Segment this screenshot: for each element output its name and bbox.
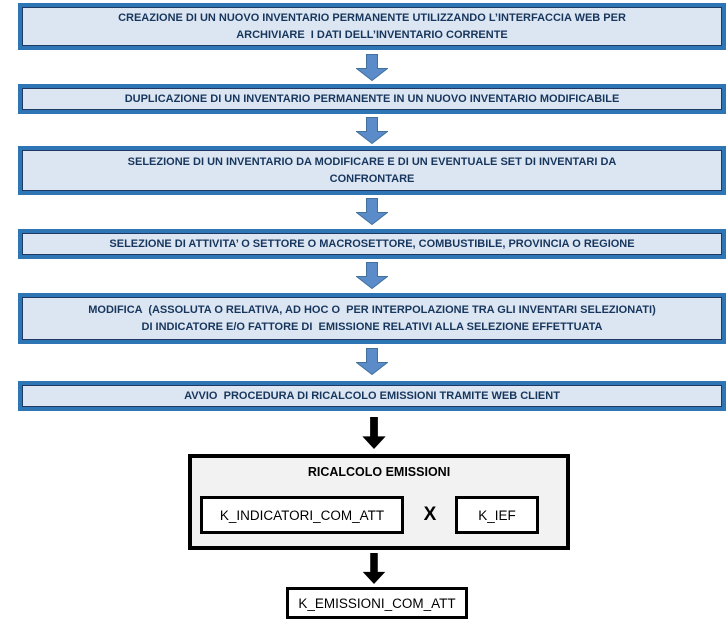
operand-k-ief: K_IEF [455, 496, 539, 534]
flow-step-text-line: SELEZIONE DI ATTIVITA’ O SETTORE O MACRO… [109, 237, 635, 250]
flow-step-text-line: SELEZIONE DI UN INVENTARIO DA MODIFICARE… [127, 155, 617, 168]
flow-step-modifica: MODIFICA (ASSOLUTA O RELATIVA, AD HOC O … [18, 293, 726, 344]
multiply-operator: X [423, 504, 437, 525]
flow-step-text-line: DI INDICATORE E/O FATTORE DI EMISSIONE R… [141, 320, 603, 333]
flow-step-text-line: CREAZIONE DI UN NUOVO INVENTARIO PERMANE… [118, 11, 626, 24]
arrow-down-black-icon [362, 417, 386, 450]
flow-step-selezione-attivita: SELEZIONE DI ATTIVITA’ O SETTORE O MACRO… [18, 229, 726, 259]
recalc-emissioni-box: RICALCOLO EMISSIONI K_INDICATORI_COM_ATT… [188, 454, 570, 550]
arrow-down-blue-icon [356, 262, 388, 289]
recalc-title: RICALCOLO EMISSIONI [307, 465, 451, 479]
flow-step-text-line: DUPLICAZIONE DI UN INVENTARIO PERMANENTE… [124, 92, 620, 105]
arrow-down-blue-icon [356, 348, 388, 375]
flow-step-creazione: CREAZIONE DI UN NUOVO INVENTARIO PERMANE… [18, 3, 726, 50]
flow-step-text-line: ARCHIVIARE I DATI DELL’INVENTARIO CORREN… [236, 28, 508, 41]
flow-step-selezione-inventario: SELEZIONE DI UN INVENTARIO DA MODIFICARE… [18, 146, 726, 195]
flow-step-text-line: CONFRONTARE [329, 172, 415, 185]
flow-step-duplicazione: DUPLICAZIONE DI UN INVENTARIO PERMANENTE… [18, 84, 726, 114]
flow-step-text-line: AVVIO PROCEDURA DI RICALCOLO EMISSIONI T… [184, 389, 560, 402]
arrow-down-blue-icon [356, 117, 388, 144]
arrow-down-blue-icon [356, 54, 388, 81]
arrow-down-black-icon [362, 553, 386, 585]
flow-step-avvio: AVVIO PROCEDURA DI RICALCOLO EMISSIONI T… [18, 381, 726, 411]
result-k-emissioni-com-att: K_EMISSIONI_COM_ATT [286, 587, 468, 619]
operand-k-indicatori-com-att: K_INDICATORI_COM_ATT [200, 496, 404, 534]
flow-step-text-line: MODIFICA (ASSOLUTA O RELATIVA, AD HOC O … [88, 303, 656, 316]
arrow-down-blue-icon [356, 198, 388, 225]
